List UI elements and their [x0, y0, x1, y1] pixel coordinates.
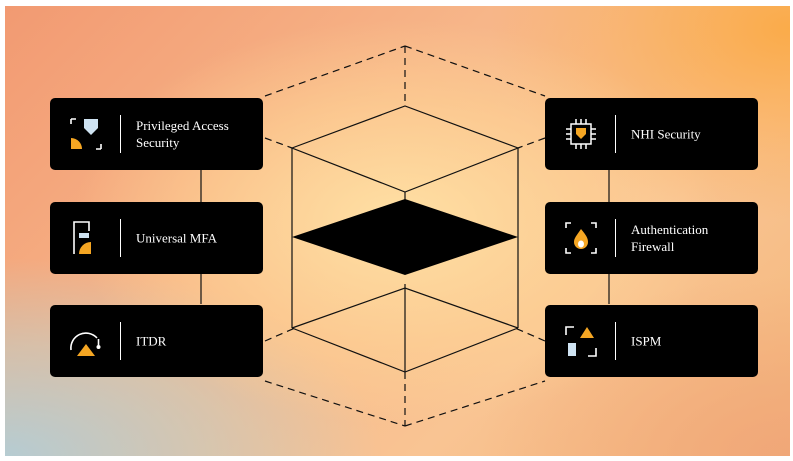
- card-separator: [120, 322, 121, 360]
- card-label: Privileged Access Security: [136, 118, 229, 150]
- card-label: ISPM: [631, 333, 662, 349]
- authentication-firewall-card[interactable]: Authentication Firewall: [545, 202, 758, 274]
- cube-diagram: [200, 45, 610, 427]
- inner-cube: [290, 105, 520, 373]
- cube-middle-plane: [292, 199, 518, 275]
- dashed-edge: [517, 137, 546, 149]
- card-label: Universal MFA: [136, 230, 218, 246]
- card-separator: [120, 219, 121, 257]
- dashed-edge: [404, 380, 546, 427]
- dashed-edge: [264, 327, 296, 342]
- shield-corner-brackets-icon: [70, 118, 102, 150]
- flame-in-frame-icon: [565, 222, 597, 254]
- dashed-edge: [264, 380, 406, 427]
- card-separator: [120, 115, 121, 153]
- card-separator: [615, 115, 616, 153]
- card-separator: [615, 219, 616, 257]
- universal-mfa-card[interactable]: Universal MFA: [50, 202, 263, 274]
- card-label: Authentication Firewall: [631, 222, 709, 254]
- dashed-edge: [264, 137, 293, 149]
- gauge-triangle-icon: [70, 332, 101, 356]
- itdr-card[interactable]: ITDR: [50, 305, 263, 377]
- cube-bottom-front: [291, 327, 519, 373]
- card-label: ITDR: [136, 333, 167, 349]
- dashed-edge: [404, 45, 546, 97]
- cube-bottom-back: [291, 287, 519, 329]
- dashed-edge: [264, 45, 406, 97]
- diagram-canvas: Privileged Access Security Universal MFA…: [5, 6, 790, 456]
- card-separator: [615, 322, 616, 360]
- chip-shield-icon: [566, 119, 596, 149]
- card-connectors: [200, 169, 610, 304]
- cube-top-face: [290, 105, 520, 193]
- nhi-security-card[interactable]: NHI Security: [545, 98, 758, 170]
- card-label: NHI Security: [631, 126, 701, 142]
- dashed-edge: [514, 327, 546, 342]
- ispm-card[interactable]: ISPM: [545, 305, 758, 377]
- door-icon: [73, 221, 91, 254]
- outer-dashed-hexagon: [264, 45, 546, 427]
- privileged-access-security-card[interactable]: Privileged Access Security: [50, 98, 263, 170]
- triangle-bar-frame-icon: [565, 326, 597, 357]
